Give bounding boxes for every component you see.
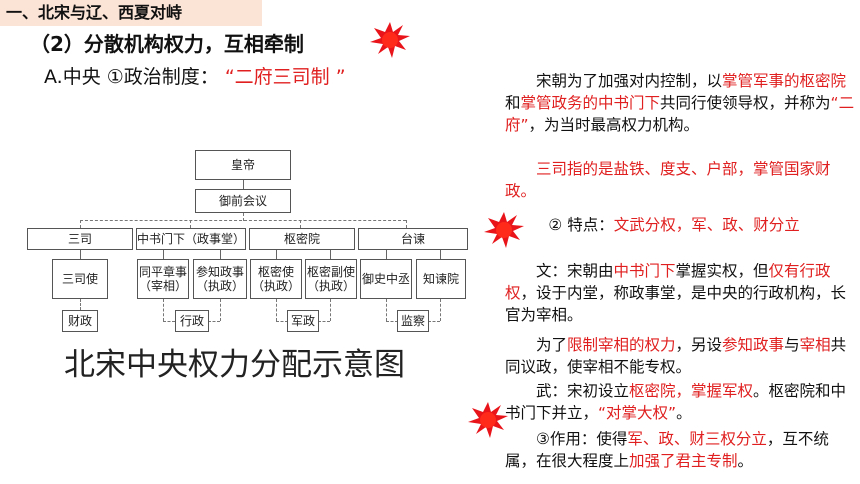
- sub-censor: 御史中丞: [360, 259, 412, 299]
- label-finance: 财政: [62, 310, 98, 332]
- connector: [80, 220, 406, 221]
- sub-vice-chancellor: 参知政事 （执政）: [193, 259, 247, 299]
- text: 。枢密院和中书门下并立，: [505, 382, 847, 422]
- para-two-fu: 宋朝为了加强对内控制，以掌管军事的枢密院和掌管政务的中书门下共同行使领导权，并称…: [505, 70, 855, 136]
- text: 。: [737, 452, 754, 470]
- connector: [208, 321, 220, 322]
- highlight-text: 宰相: [799, 336, 831, 354]
- highlight-text: 中书门下: [613, 262, 676, 280]
- connector: [80, 299, 81, 310]
- connector: [220, 250, 221, 259]
- text: ，设于内堂，称政事堂，是中央的行政机构，长官为宰相。: [505, 284, 847, 324]
- connector: [220, 299, 221, 321]
- text: 武：宋初设立: [536, 382, 630, 400]
- highlight-text: 加强了君主专制: [629, 452, 738, 470]
- connector: [300, 220, 301, 228]
- highlight-text: 参知政事: [722, 336, 785, 354]
- highlight-text: 仅有行政权: [505, 262, 831, 302]
- connector: [276, 299, 277, 321]
- text: 和: [505, 94, 521, 112]
- connector: [428, 321, 440, 322]
- text: 文：宋朝由: [536, 262, 614, 280]
- sub-sansishi: 三司使: [52, 259, 108, 299]
- connector: [276, 250, 277, 259]
- text: 共同议政，使宰相不能专权。: [505, 336, 847, 376]
- text: 与: [784, 336, 800, 354]
- highlight-text: 军、政、财三权分立: [627, 430, 767, 448]
- connector: [440, 299, 441, 321]
- section-title: 一、北宋与辽、西夏对峙: [0, 0, 262, 26]
- text: ，为当时最高权力机构。: [528, 116, 700, 134]
- diagram-emperor: 皇帝: [195, 150, 291, 180]
- connector: [243, 180, 244, 189]
- central-system-line: A.中央 ①政治制度： “二府三司制 ”: [44, 64, 346, 90]
- branch-san-si: 三司: [27, 228, 133, 250]
- para-civil: 文：宋朝由中书门下掌握实权，但仅有行政权，设于内堂，称政事堂，是中央的行政机构，…: [505, 260, 855, 326]
- highlight-text: 掌管军事的枢密院: [722, 72, 847, 90]
- text: ③作用：使得: [536, 430, 628, 448]
- highlight-text: 限制宰相的权力: [567, 336, 676, 354]
- connector: [243, 213, 244, 221]
- text: ② 特点：: [548, 216, 614, 234]
- para-limit-chancellor: 为了限制宰相的权力，另设参知政事与宰相共同议政，使宰相不能专权。: [505, 334, 855, 378]
- sub-chancellor: 同平章事 （宰相）: [137, 259, 189, 299]
- connector: [406, 220, 407, 228]
- para-effect: ③作用：使得军、政、财三权分立，互不统属，在很大程度上加强了君主专制。: [505, 428, 855, 472]
- diagram-council: 御前会议: [195, 189, 291, 213]
- connector: [190, 220, 191, 228]
- text: 共同行使领导权，并称为: [660, 94, 831, 112]
- connector: [163, 321, 175, 322]
- connector: [330, 299, 331, 321]
- para-features: ② 特点：文武分权，军、政、财分立: [505, 214, 855, 236]
- text: ，互不统属，在很大程度上: [505, 430, 829, 470]
- branch-taijian: 台谏: [358, 228, 468, 250]
- text: 掌握实权，但: [675, 262, 769, 280]
- highlight-text: 文武分权，军、政、财分立: [613, 216, 800, 234]
- sub-remonstrance: 知谏院: [416, 259, 466, 299]
- connector: [80, 250, 81, 259]
- system-name: “二府三司制 ”: [224, 66, 346, 88]
- highlight-text: “二府”: [505, 94, 855, 134]
- connector: [386, 321, 398, 322]
- central-system-prefix: A.中央 ①政治制度：: [44, 66, 219, 88]
- para-san-si: 三司指的是盐铁、度支、户部，掌管国家财政。: [505, 160, 831, 200]
- branch-zhongshu: 中书门下（政事堂）: [136, 228, 246, 250]
- label-military: 军政: [287, 310, 319, 332]
- subtitle: （2）分散机构权力，互相牵制: [30, 32, 304, 56]
- connector: [80, 220, 81, 228]
- text: 。: [676, 404, 692, 422]
- connector: [163, 250, 164, 259]
- sub-shumi-deputy: 枢密副使 （执政）: [305, 259, 357, 299]
- connector: [330, 250, 331, 259]
- highlight-text: “对掌大权”: [598, 404, 677, 422]
- connector: [163, 299, 164, 321]
- highlight-text: 枢密院，掌握军权: [629, 382, 754, 400]
- branch-shumi: 枢密院: [249, 228, 355, 250]
- diagram-caption: 北宋中央权力分配示意图: [64, 347, 405, 383]
- red-burst-icon: [468, 402, 508, 438]
- connector: [276, 321, 288, 322]
- connector: [440, 250, 441, 259]
- red-burst-icon: [370, 22, 410, 58]
- connector: [386, 250, 387, 259]
- red-burst-icon: [484, 212, 524, 248]
- text: 为了: [536, 336, 568, 354]
- para-military: 武：宋初设立枢密院，掌握军权。枢密院和中书门下并立，“对掌大权”。: [505, 380, 855, 424]
- connector: [318, 321, 330, 322]
- label-administration: 行政: [175, 310, 209, 332]
- sub-shumishi: 枢密使 （执政）: [250, 259, 302, 299]
- text: 宋朝为了加强对内控制，以: [536, 72, 723, 90]
- highlight-text: 掌管政务的中书门下: [520, 94, 661, 112]
- text: ，另设: [675, 336, 723, 354]
- label-supervision: 监察: [397, 310, 429, 332]
- connector: [386, 299, 387, 321]
